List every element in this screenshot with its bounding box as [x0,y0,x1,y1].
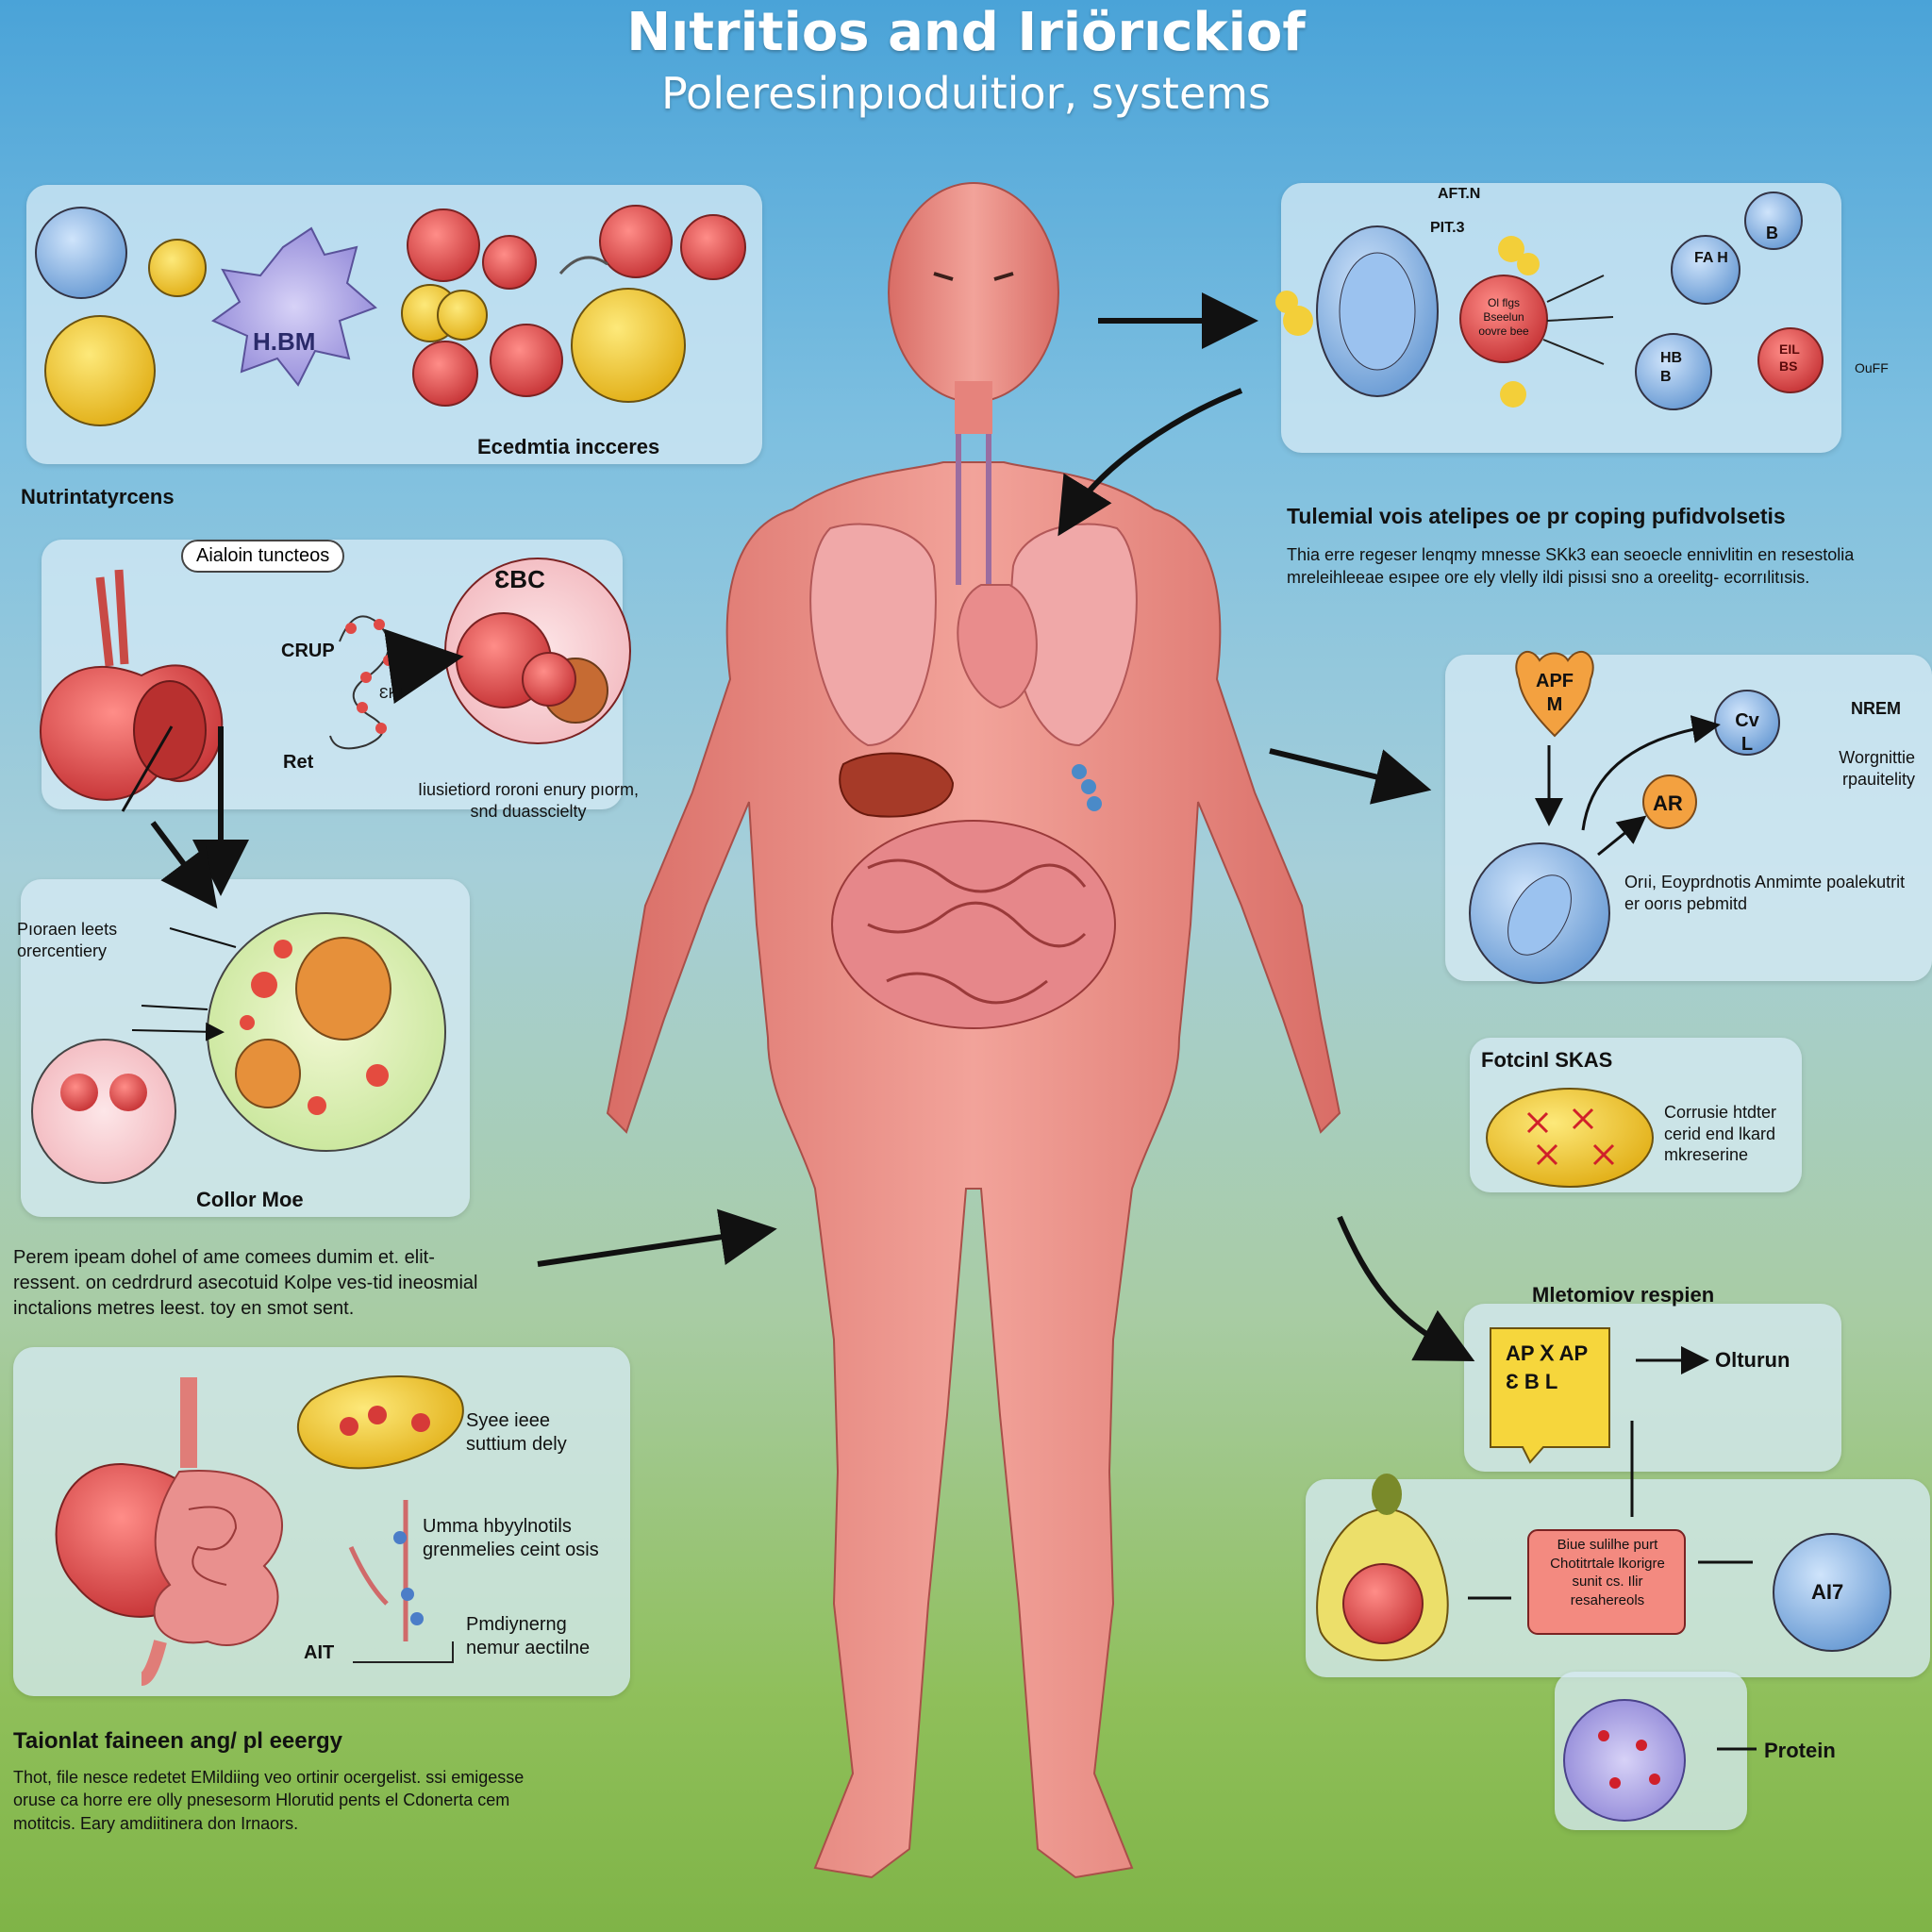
chain-label: CRUP [281,641,335,661]
tr-label-2: B [1766,224,1778,242]
page-subtitle: Poleresinpıoduitior, systems [660,68,1272,119]
right-paragraph-1: Thia erre regeser lenqmy mnesse SKk3 ean… [1287,545,1855,588]
panel-top-left-caption: Ecedmtia incceres [477,435,660,458]
rbc-label: ƐBC [494,565,545,593]
protein-panel-text: Corrusie htdter cerid end lkard mkreseri… [1664,1103,1777,1164]
chain-sub-label: ƐKI [379,686,403,702]
digestion-label-1: Syee ieee suttium dely [466,1410,567,1455]
left-mid-paragraph: Perem ipeam dohel of ame comees dumim et… [13,1247,478,1319]
cell-left-label: Pıoraen leets orercentiery [17,920,118,960]
protein-panel-heading: Fotcinl SKAS [1481,1048,1613,1072]
right-mid-side-text: Worgnittie rpauitelity [1839,748,1915,789]
right-mid-bottom-text: Orıi, Eoyprdnotis Anmimte poalekutrit er… [1624,873,1906,913]
right-heading-1: Tulemial vois atelipes oe pr coping pufi… [1287,504,1786,528]
right-heading-2: Mletomiov respien [1532,1283,1715,1307]
bottom-left-paragraph: Thot, file nesce redetet EMildiing veo o… [13,1768,525,1833]
cell-panel-caption: Collor Moe [196,1188,304,1211]
conversion-box-text: Biue sulilhe purt Chotitrtale lkorigre s… [1550,1537,1665,1608]
protein-yellow-icon [1486,1088,1654,1188]
cell-label-hbm: H.BM [253,327,316,356]
nrem-label: NREM [1851,699,1901,718]
tr-label-4: Ol flgs Bseelun oovre bee [1478,296,1529,338]
section-nutrient-heading: Nutrintatyrcens [21,485,175,508]
protein-chain-icon [329,615,464,750]
cv-label: Cv L [1735,710,1759,755]
tr-label-5: HB B [1660,350,1683,385]
connector-arrows [150,292,1475,1362]
apple-organ-icon [40,569,224,812]
apple-panel-caption: Iiusietiord roroni enury pıorm, snd duas… [417,780,640,821]
tr-label-7: OuFF [1855,360,1889,375]
ar-label: AR [1653,791,1683,815]
atp-note-text: AP Ⅹ AP Ɛ B L [1506,1341,1588,1393]
digestive-organs-icon [55,1375,464,1686]
cell-signaling-icon [1469,650,1780,984]
tr-label-0: AFT.N [1438,186,1481,202]
atp-out-label: Olturun [1715,1348,1790,1372]
conversion-box-icon [1468,1360,1891,1822]
apple-panel-pill: Aialoin tuncteos [181,540,345,573]
digestion-label-2: Umma hbyylnotils grenmelies ceint osis [423,1516,599,1560]
rbc-circle-icon [444,558,631,744]
ai7-label: AI7 [1811,1580,1844,1604]
page-title: Nıtritios and Iriörıckiof [626,2,1306,63]
human-body-figure [606,182,1341,1879]
protein-output-label: Protein [1764,1739,1836,1762]
fruit-cell-icon [1316,1474,1449,1661]
cell-metabolism-icon [1275,192,1824,410]
atp-note-icon [1490,1327,1610,1464]
bottom-left-heading: Taionlat faineen ang/ pl eeergy [13,1728,342,1754]
tr-label-6: EIL BS [1779,341,1800,374]
blood-cells-group [35,205,746,426]
heart-label: APF M [1536,671,1574,715]
ret-label: Ret [283,752,314,773]
digestion-atp-label: AIT [304,1642,335,1663]
digestion-label-3: Pmdiynerng nemur aectilne [466,1614,591,1658]
tr-label-1: PIT.3 [1430,220,1465,236]
cell-diagram-icon [31,912,446,1184]
tr-label-3: FA H [1694,250,1728,266]
